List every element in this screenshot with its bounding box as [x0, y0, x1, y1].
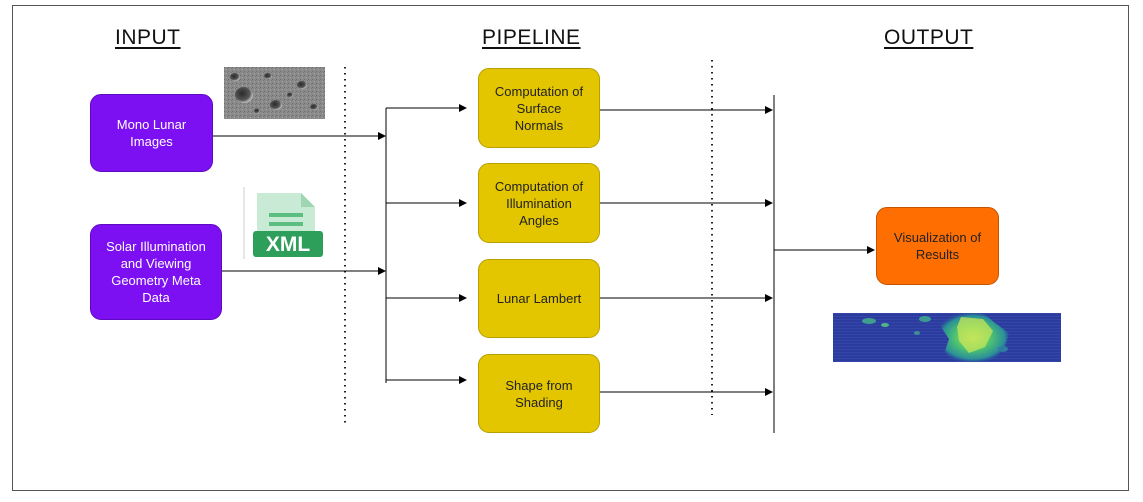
- pipeline-heading: PIPELINE: [482, 26, 581, 49]
- lunar-lambert-label: Lunar Lambert: [496, 291, 582, 306]
- output-heading: OUTPUT: [884, 26, 974, 49]
- lunar-lambert-node: Lunar Lambert: [478, 259, 600, 338]
- visualization-label: Visualization of Results: [893, 230, 982, 262]
- solar-meta-data-label: Solar Illumination and Viewing Geometry …: [106, 239, 206, 305]
- mono-lunar-images-node: Mono Lunar Images: [90, 94, 213, 172]
- solar-meta-data-node: Solar Illumination and Viewing Geometry …: [90, 224, 222, 320]
- mono-lunar-images-label: Mono Lunar Images: [116, 117, 187, 149]
- surface-normals-label: Computation of Surface Normals: [494, 83, 584, 133]
- visualization-node: Visualization of Results: [876, 207, 999, 285]
- surface-normals-node: Computation of Surface Normals: [478, 68, 600, 148]
- shape-from-shading-node: Shape from Shading: [478, 354, 600, 433]
- result-heatmap-image: [833, 313, 1061, 362]
- illumination-angles-label: Computation of Illumination Angles: [494, 178, 584, 228]
- shape-from-shading-label: Shape from Shading: [505, 377, 573, 410]
- xml-label: XML: [266, 233, 311, 256]
- diagram-frame: [12, 5, 1129, 491]
- lunar-surface-image: [224, 67, 325, 119]
- illumination-angles-node: Computation of Illumination Angles: [478, 163, 600, 243]
- xml-file-icon: XML: [243, 187, 327, 259]
- input-heading: INPUT: [115, 26, 181, 49]
